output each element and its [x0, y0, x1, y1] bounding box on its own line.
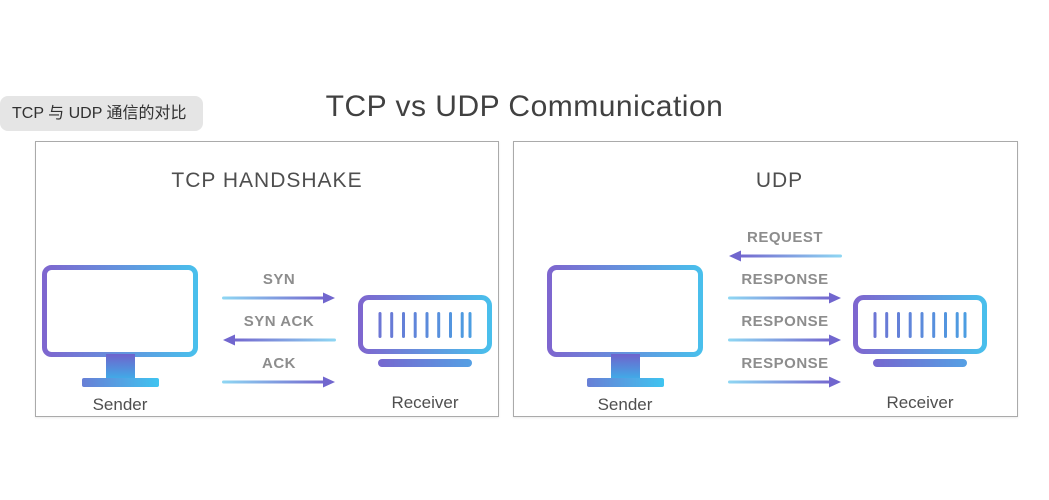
- udp-sender-node: Sender: [547, 265, 703, 415]
- message-row: ACK: [222, 355, 336, 388]
- monitor-icon: [42, 265, 198, 387]
- message-label: ACK: [262, 355, 296, 372]
- sender-label: Sender: [597, 395, 653, 414]
- message-label: RESPONSE: [741, 355, 829, 372]
- server-icon: [853, 295, 987, 367]
- tcp-receiver-node: Receiver: [358, 295, 492, 413]
- sender-label: Sender: [92, 395, 148, 414]
- message-label: RESPONSE: [741, 271, 829, 288]
- tcp-panel-title: TCP HANDSHAKE: [171, 169, 363, 192]
- message-label: SYN: [262, 271, 296, 288]
- message-row: RESPONSE: [728, 313, 842, 346]
- udp-panel-title: UDP: [755, 169, 804, 192]
- message-row: RESPONSE: [728, 271, 842, 304]
- arrow-right-icon: [222, 376, 335, 388]
- arrow-right-icon: [728, 334, 841, 346]
- arrow-right-icon: [728, 376, 841, 388]
- monitor-icon: [547, 265, 703, 387]
- arrow-right-icon: [728, 292, 841, 304]
- udp-panel: UDP Sender REQUEST RESPONSE: [513, 141, 1018, 417]
- message-row: SYN: [222, 271, 336, 304]
- message-row: RESPONSE: [728, 355, 842, 388]
- arrow-left-icon: [223, 334, 336, 346]
- tcp-panel: TCP HANDSHAKE Sender SYN SYN ACK: [35, 141, 499, 417]
- page-title: TCP vs UDP Communication: [325, 90, 724, 123]
- udp-receiver-node: Receiver: [853, 295, 987, 413]
- tcp-sender-node: Sender: [42, 265, 198, 415]
- receiver-label: Receiver: [886, 393, 954, 412]
- arrow-left-icon: [729, 250, 842, 262]
- corner-badge: TCP 与 UDP 通信的对比: [0, 96, 203, 131]
- message-label: SYN ACK: [243, 313, 315, 330]
- tcp-messages: SYN SYN ACK ACK: [222, 271, 336, 397]
- arrow-right-icon: [222, 292, 335, 304]
- message-label: RESPONSE: [741, 313, 829, 330]
- receiver-label: Receiver: [391, 393, 459, 412]
- udp-messages: REQUEST RESPONSE RESPONSE: [728, 229, 842, 397]
- message-row: SYN ACK: [222, 313, 336, 346]
- message-row: REQUEST: [728, 229, 842, 262]
- server-icon: [358, 295, 492, 367]
- message-label: REQUEST: [746, 229, 823, 246]
